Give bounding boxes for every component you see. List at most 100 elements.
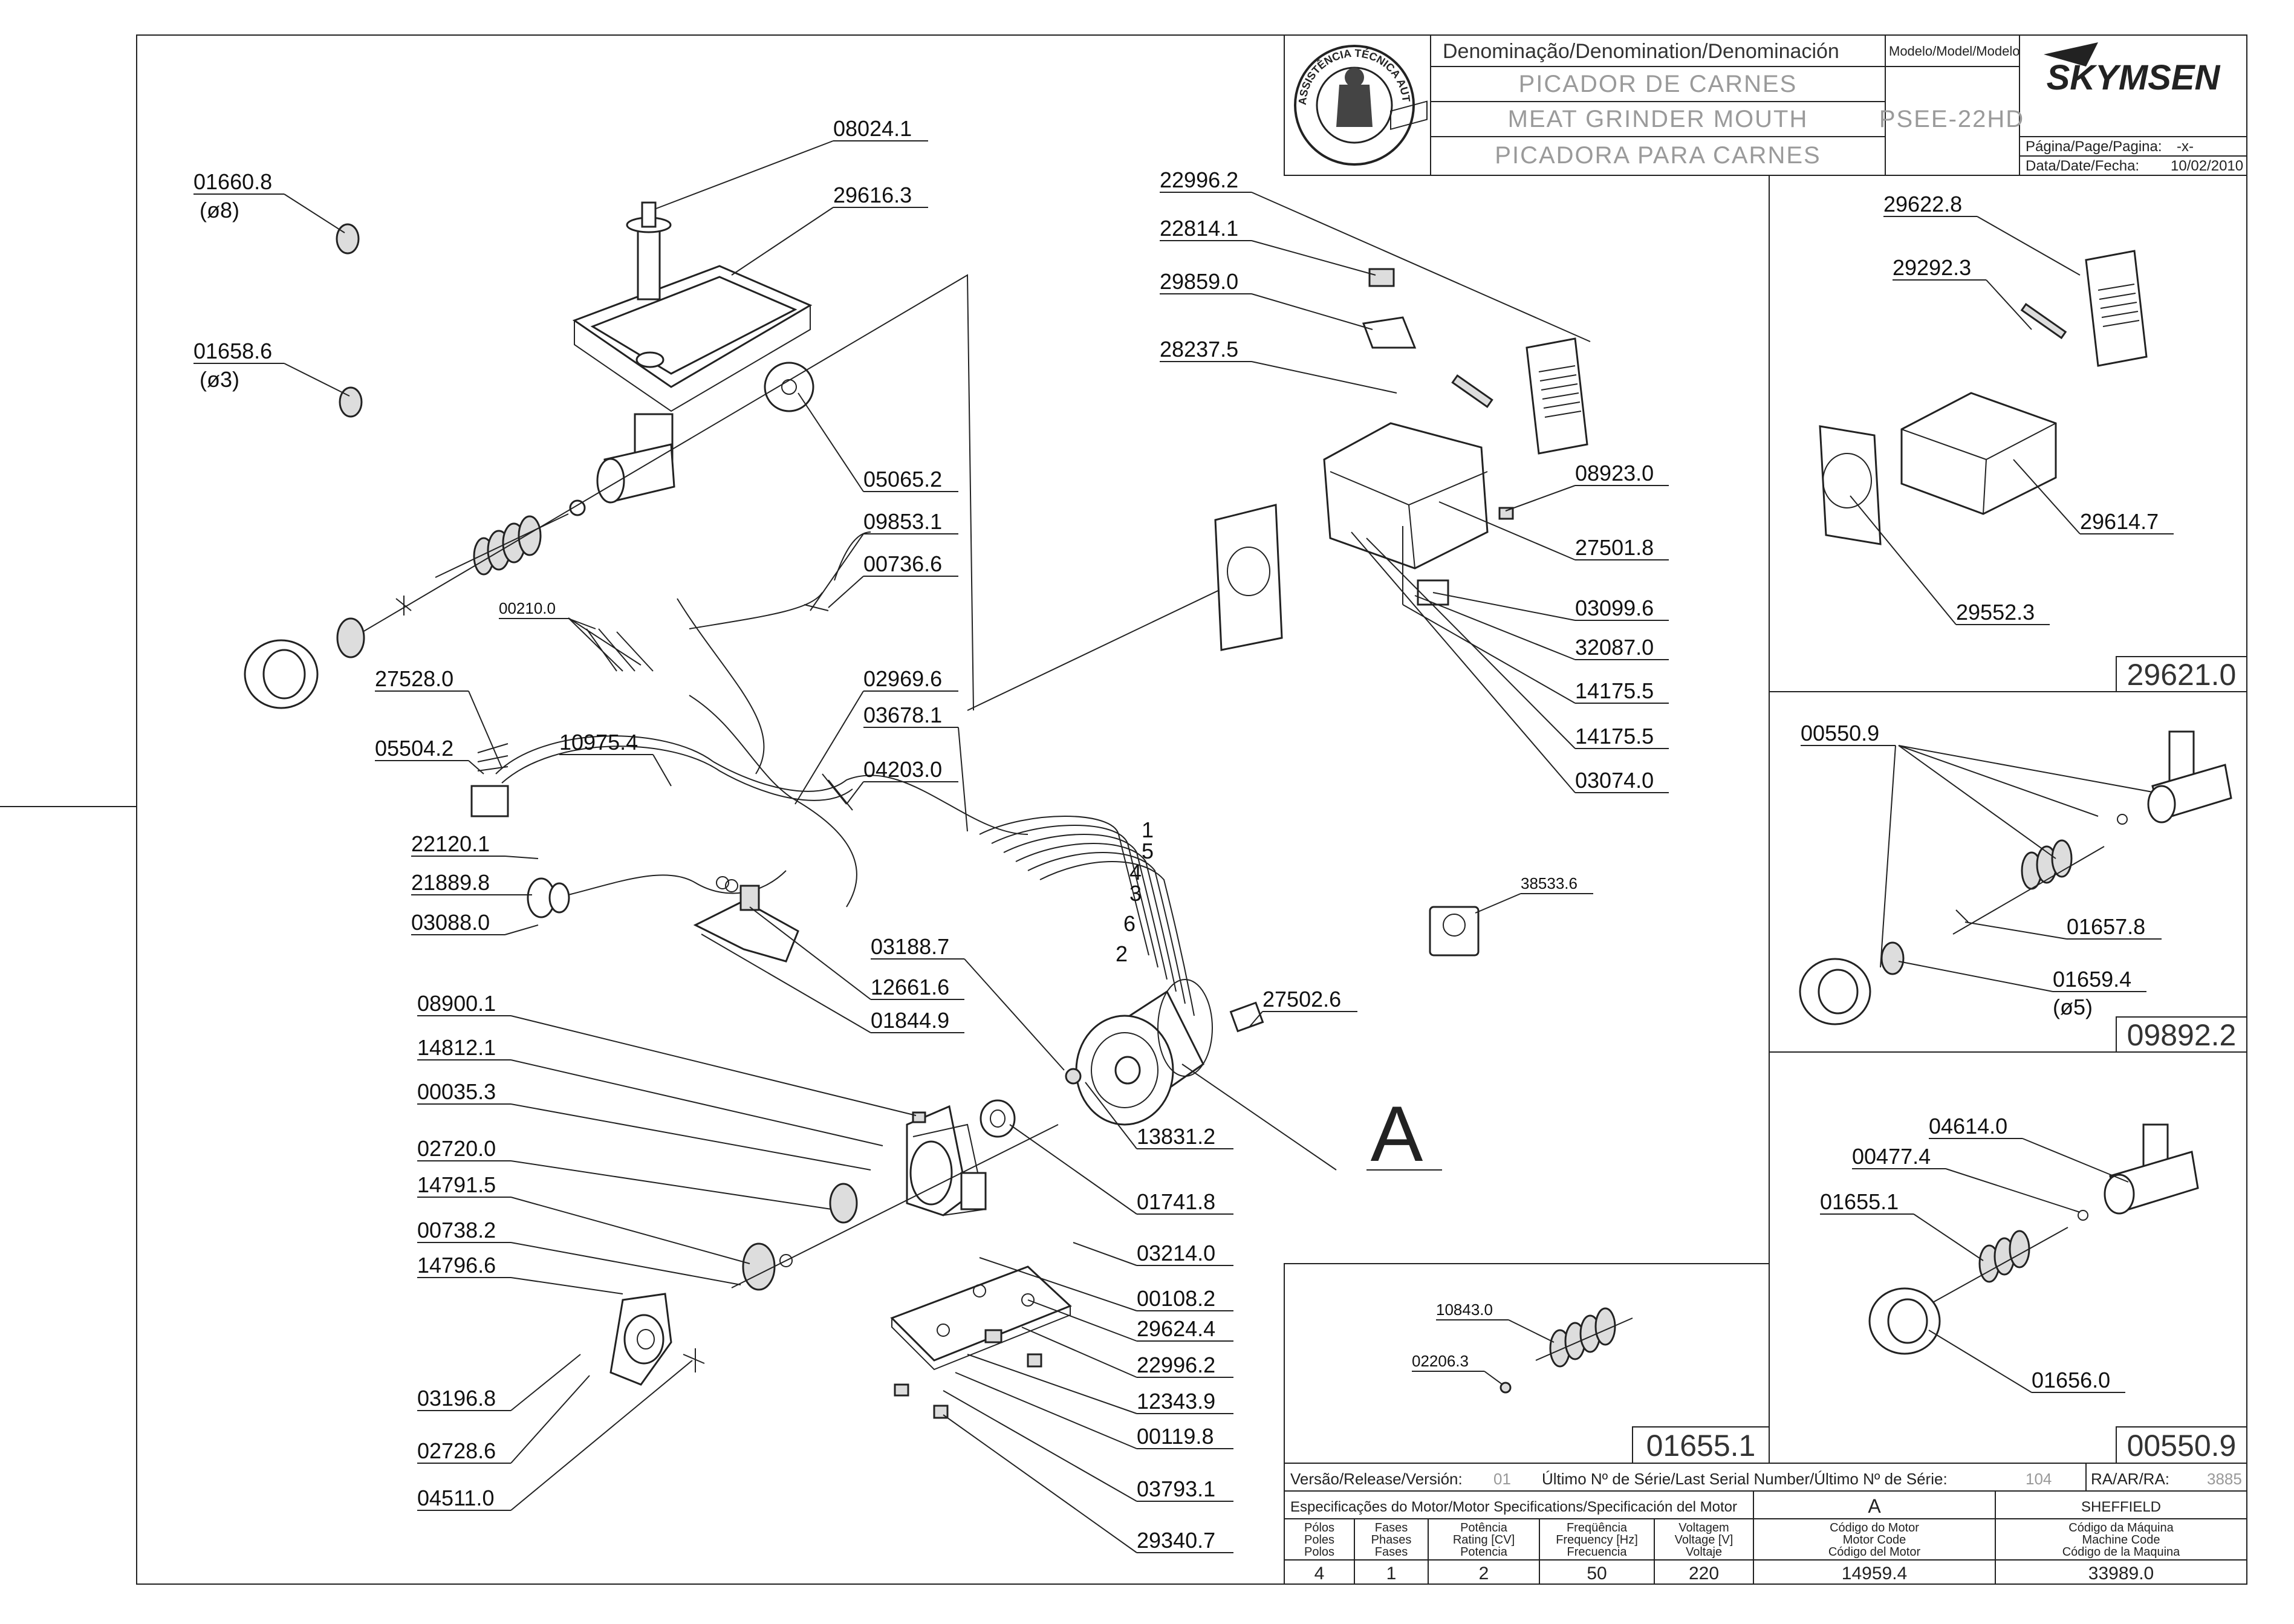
- callout-leader: [731, 207, 834, 276]
- spec-header: Potencia: [1460, 1545, 1508, 1559]
- callout-03793-1: 03793.1: [1137, 1476, 1215, 1501]
- callout-09853-1: 09853.1: [863, 509, 942, 534]
- callout-leader: [510, 1015, 917, 1116]
- mechanic-figure-icon: [1336, 85, 1373, 127]
- panel-29621-label: 29292.3: [1893, 255, 1971, 280]
- name-en: MEAT GRINDER MOUTH: [1508, 106, 1808, 132]
- callout-leader: [510, 1103, 871, 1171]
- callout-02969-6: 02969.6: [863, 666, 942, 691]
- callout-38533-6: 38533.6: [1521, 874, 1578, 892]
- callout-leader: [504, 856, 539, 859]
- spec-header: Fases: [1375, 1545, 1408, 1559]
- callout-leader: [510, 1360, 693, 1511]
- brand-swoosh: [2044, 42, 2098, 67]
- seal-text: ASSISTÊNCIA TÉCNICA AUTORIZADA: [0, 0, 1412, 105]
- plate-8mm: [336, 223, 360, 255]
- cap-08923: [1498, 507, 1514, 520]
- callout-03214-0: 03214.0: [1137, 1241, 1215, 1265]
- panel-09892-code: 09892.2: [2127, 1018, 2237, 1052]
- callout-01741-8: 01741.8: [1137, 1189, 1215, 1214]
- model-value: PSEE-22HD: [1879, 106, 2024, 132]
- panel-29621-code: 29621.0: [2127, 658, 2237, 692]
- panel-01655-code: 01655.1: [1646, 1429, 1756, 1463]
- callout-01844-9: 01844.9: [871, 1008, 949, 1033]
- callout-01658-6-d: (ø3): [200, 367, 239, 392]
- grinder-plate: [336, 617, 365, 658]
- spec-header: Código del Motor: [1828, 1545, 1921, 1559]
- motor-letter: A: [1868, 1495, 1881, 1517]
- electric-motor: [1065, 979, 1213, 1126]
- callout-leader: [284, 363, 350, 397]
- grinder-worm: [435, 513, 569, 578]
- callout-27501-8: 27501.8: [1575, 535, 1654, 560]
- callout-leader: [1505, 485, 1576, 512]
- ring-nut: [244, 639, 319, 709]
- side-cover: [1214, 504, 1283, 651]
- callout-12661-6: 12661.6: [871, 975, 949, 999]
- spec-header: Motor Code: [1843, 1533, 1906, 1547]
- electrical-housing: [1323, 100, 1489, 606]
- callout-14175-5a: 14175.5: [1575, 678, 1654, 703]
- callout-leader: [652, 754, 672, 787]
- ra-label: RA/AR/RA:: [2091, 1470, 2169, 1488]
- callout-00736-6: 00736.6: [863, 551, 942, 576]
- callout-14791-5: 14791.5: [417, 1172, 496, 1197]
- spec-header: Pólos: [1304, 1521, 1334, 1535]
- label-22814: [1368, 268, 1395, 287]
- svg-text:ASSISTÊNCIA TÉCNICA AUTORIZADA: ASSISTÊNCIA TÉCNICA AUTORIZADA: [0, 0, 1412, 105]
- callout-12343-9: 12343.9: [1137, 1389, 1215, 1414]
- wire-number: 1: [1142, 817, 1154, 842]
- callout-leader: [510, 1197, 750, 1264]
- wiring-harness: [477, 531, 1195, 1016]
- serial-label: Último Nº de Série/Last Serial Number/Úl…: [1542, 1470, 1948, 1488]
- date-label: Data/Date/Fecha:: [2026, 158, 2139, 174]
- grinder-mouth: [596, 413, 675, 504]
- callout-leader: [979, 1257, 1137, 1311]
- callout-08923-0: 08923.0: [1575, 461, 1654, 486]
- wire-number: 3: [1129, 881, 1142, 906]
- callout-03188-7: 03188.7: [871, 934, 949, 959]
- gear-14791: [742, 1242, 776, 1291]
- panel-09892-label: 00550.9: [1801, 721, 1879, 745]
- callout-leader: [846, 781, 864, 805]
- callout-leader: [1351, 531, 1576, 793]
- warning-sticker-38533: [1429, 906, 1480, 957]
- brand-logo: SKYMSEN: [2047, 58, 2221, 97]
- spec-value: 220: [1689, 1564, 1719, 1583]
- callout-22996-2b: 22996.2: [1137, 1353, 1215, 1377]
- spec-header: Machine Code: [2082, 1533, 2160, 1547]
- callout-05504-2: 05504.2: [375, 736, 453, 761]
- name-pt: PICADOR DE CARNES: [1519, 71, 1798, 97]
- callout-leader: [943, 1390, 1137, 1502]
- bearing-01741: [980, 1099, 1016, 1138]
- version-value: 01: [1493, 1470, 1511, 1488]
- callout-01660-8-d: (ø8): [200, 198, 239, 222]
- callout-leader: [1402, 604, 1576, 704]
- panel-01655-drawing: [1500, 1307, 1633, 1394]
- callout-leader: [504, 924, 539, 935]
- panel-00550-drawing: [1868, 1123, 2199, 1355]
- panel-01655-label: 10843.0: [1436, 1301, 1493, 1319]
- callout-08900-1: 08900.1: [417, 991, 496, 1016]
- spec-header: Polos: [1304, 1545, 1334, 1559]
- model-label: Modelo/Model/Modelo: [1889, 44, 2019, 59]
- callout-08024-1: 08024.1: [833, 116, 912, 141]
- switch-21889: [527, 877, 570, 918]
- wire-number: 2: [1116, 941, 1128, 966]
- panel-00550-label: 01655.1: [1820, 1189, 1899, 1214]
- spec-value: 1: [1386, 1564, 1397, 1583]
- callout-leader: [284, 193, 345, 233]
- ring-small: [569, 499, 586, 516]
- spec-header: Potência: [1460, 1521, 1508, 1535]
- callout-leader: [943, 1414, 1137, 1553]
- callout-28237-5: 28237.5: [1160, 337, 1238, 362]
- callout-03074-0: 03074.0: [1575, 768, 1654, 793]
- label-05504: [470, 785, 509, 817]
- callout-02720-0: 02720.0: [417, 1136, 496, 1161]
- callout-leader: [1251, 192, 1591, 342]
- callout-leader: [1248, 1011, 1263, 1028]
- callout-leader: [701, 934, 871, 1033]
- callout-32087-0: 32087.0: [1575, 635, 1654, 660]
- version-label: Versão/Release/Versión:: [1290, 1470, 1463, 1488]
